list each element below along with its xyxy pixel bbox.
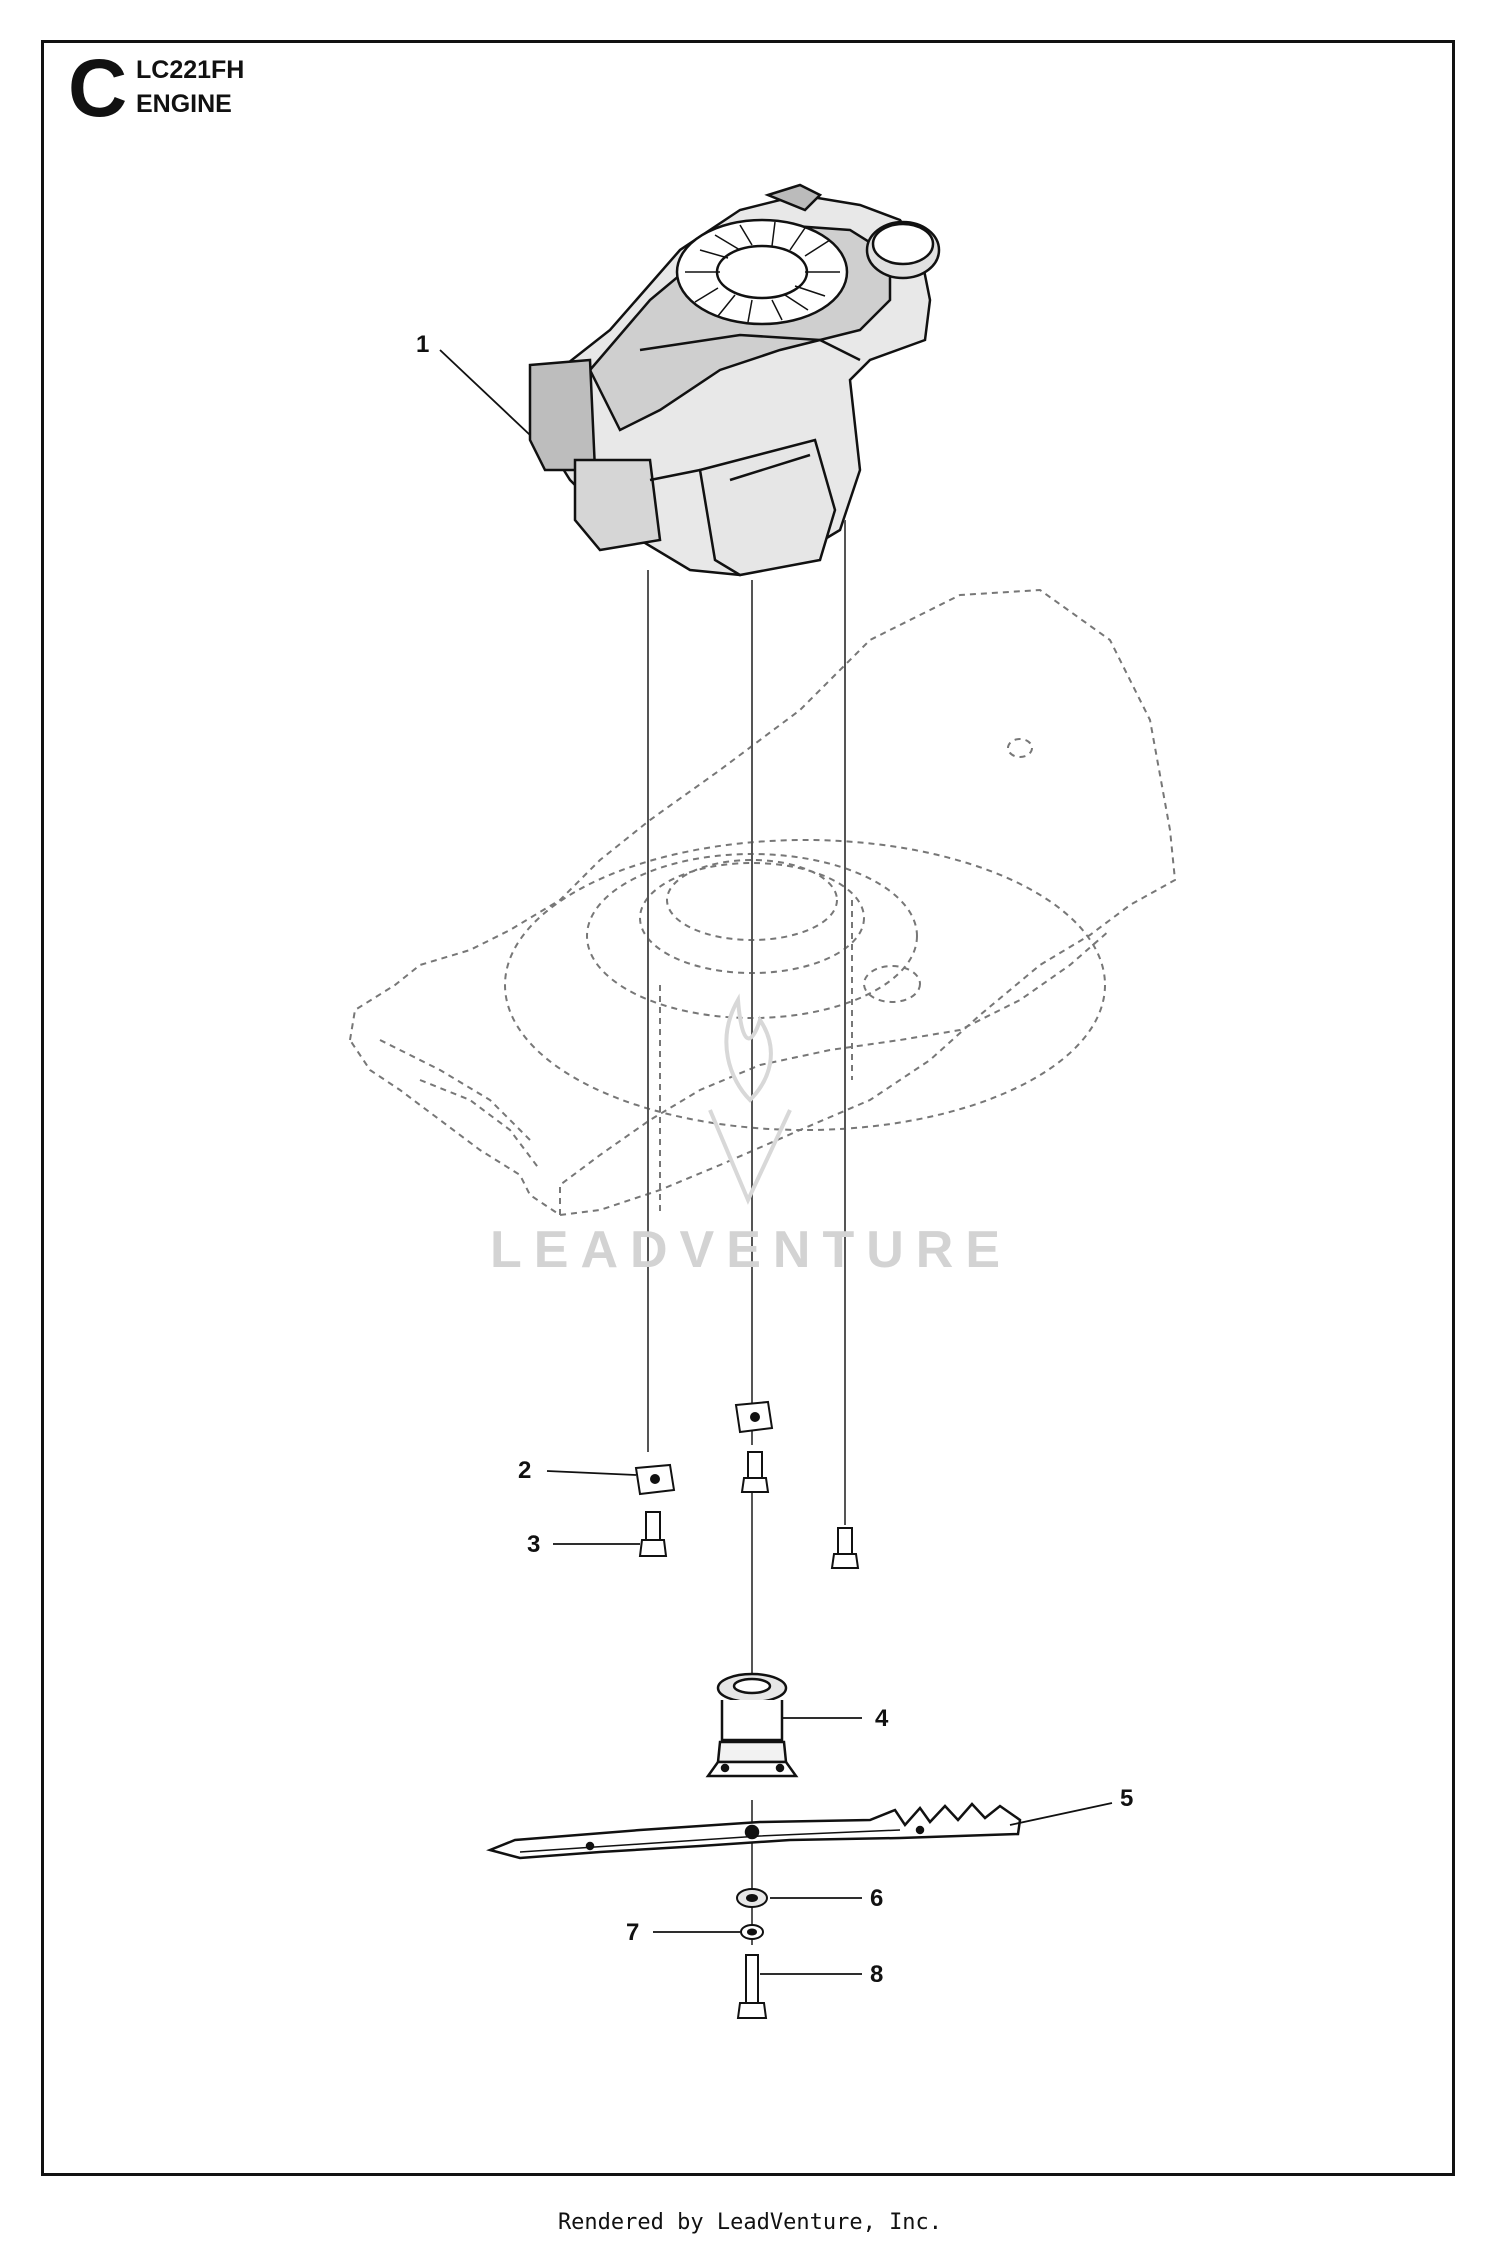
callout-2: 2 xyxy=(518,1457,531,1484)
watermark-text: LEADVENTURE xyxy=(490,1221,1013,1279)
lock-washer-part-7 xyxy=(740,1924,764,1940)
callout-labels: 1 2 3 4 5 6 7 8 xyxy=(416,331,1133,1988)
callout-6: 6 xyxy=(870,1885,883,1912)
bolt-right xyxy=(830,1527,860,1569)
footer-credit: Rendered by LeadVenture, Inc. xyxy=(557,2210,943,2235)
bracket-center xyxy=(734,1400,774,1493)
blade-bolt-part-8 xyxy=(736,1954,768,2019)
washer-part-6 xyxy=(736,1888,768,1908)
callout-1: 1 xyxy=(416,331,429,358)
diagram-frame xyxy=(41,40,1455,2176)
diagram-subtitle: ENGINE xyxy=(136,90,232,118)
bolt-part-3 xyxy=(638,1511,668,1557)
washer-part-2 xyxy=(634,1463,676,1496)
callout-4: 4 xyxy=(875,1705,889,1732)
engine xyxy=(528,183,941,577)
watermark-logo-icon xyxy=(708,993,792,1205)
blade-adapter-part-4 xyxy=(705,1672,799,1778)
alignment-lines xyxy=(647,520,846,1945)
section-letter: C xyxy=(68,43,128,134)
leader-lines xyxy=(439,349,1113,1975)
callout-5: 5 xyxy=(1120,1785,1133,1812)
model-number: LC221FH xyxy=(136,56,245,84)
hidden-lines xyxy=(659,900,853,1215)
mower-deck-outline xyxy=(348,588,1177,1217)
blade-part-5 xyxy=(486,1802,1022,1860)
callout-7: 7 xyxy=(626,1919,639,1946)
callout-8: 8 xyxy=(870,1961,883,1988)
callout-3: 3 xyxy=(527,1531,540,1558)
